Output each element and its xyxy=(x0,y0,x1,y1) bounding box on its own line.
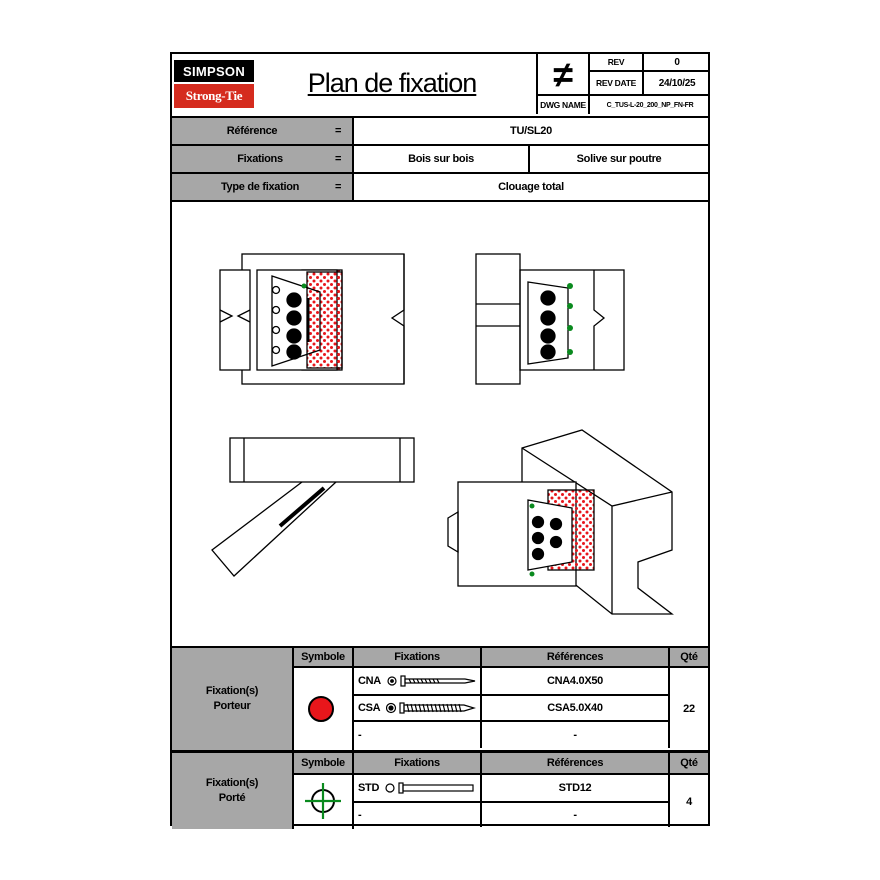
table2-col-symbole: Symbole xyxy=(294,753,354,775)
dwg-name-value: C_TUS-L-20_200_NP_FN-FR xyxy=(606,101,694,109)
table2-fix-0: STD xyxy=(354,775,482,801)
drawing-sheet: SIMPSON Strong-Tie Plan de fixation ≠ RE… xyxy=(170,52,710,829)
table2-ref-1: - xyxy=(482,801,670,827)
type-value: Clouage total xyxy=(352,174,708,200)
table2-col-references: Références xyxy=(482,753,670,775)
info-divider-1 xyxy=(172,144,708,146)
table1-fix-1: CSA xyxy=(354,694,482,720)
fixations-porteur-table: Fixation(s) Porteur Symbole Fixations Ré… xyxy=(172,648,708,750)
std-pin-icon xyxy=(385,782,474,794)
green-crosshair-symbol xyxy=(305,783,341,819)
fixations-value-1: Bois sur bois xyxy=(352,146,530,172)
reference-equals: = xyxy=(334,125,342,137)
logo: SIMPSON Strong-Tie xyxy=(174,60,254,108)
info-divider-2 xyxy=(172,172,708,174)
reference-label: Référence xyxy=(226,125,278,137)
page-title: Plan de fixation xyxy=(307,67,478,98)
isometric-view xyxy=(447,429,674,615)
table1-symbol-cell xyxy=(294,668,354,750)
csa-label: CSA xyxy=(358,702,381,714)
table1-row-label: Fixation(s) Porteur xyxy=(205,685,259,712)
technical-drawings xyxy=(211,253,674,615)
drawing-area xyxy=(172,200,708,648)
red-circle-symbol xyxy=(308,696,334,722)
fixations-equals: = xyxy=(334,153,342,165)
std-label: STD xyxy=(358,782,380,794)
table2-col-fixations: Fixations xyxy=(354,753,482,775)
type-label: Type de fixation xyxy=(220,181,300,193)
table2-label-cell xyxy=(172,753,294,829)
rev-date-label: REV DATE xyxy=(590,72,644,96)
cna-nail-icon xyxy=(387,675,476,687)
not-equal-symbol: ≠ xyxy=(538,54,590,96)
dwg-name-label: DWG NAME xyxy=(538,94,590,114)
table1-col-fixations: Fixations xyxy=(354,648,482,668)
table1-fix-2: - xyxy=(354,720,482,748)
fixations-value-2: Solive sur poutre xyxy=(576,153,662,165)
info-label-bg xyxy=(172,118,352,202)
table1-ref-1: CSA5.0X40 xyxy=(482,694,670,720)
side-view xyxy=(475,253,625,385)
table1-col-references: Références xyxy=(482,648,670,668)
title-block: ≠ REV 0 REV DATE 24/10/25 DWG NAME C_TUS… xyxy=(536,54,710,114)
table1-ref-0: CNA4.0X50 xyxy=(482,668,670,694)
table1-col-qte: Qté xyxy=(670,648,708,668)
table2-fix-1: - xyxy=(354,801,482,827)
table1-col-symbole: Symbole xyxy=(294,648,354,668)
logo-strong-tie: Strong-Tie xyxy=(174,84,254,108)
logo-simpson: SIMPSON xyxy=(174,60,254,82)
table2-symbol-cell xyxy=(294,775,354,829)
table2-ref-0: STD12 xyxy=(482,775,670,801)
cna-label: CNA xyxy=(358,675,381,687)
reference-value: TU/SL20 xyxy=(352,118,708,144)
rev-date-value: 24/10/25 xyxy=(644,72,710,96)
front-view xyxy=(219,253,405,385)
type-equals: = xyxy=(334,181,342,193)
table1-label-cell xyxy=(172,648,294,750)
fixations-porte-table: Fixation(s) Porté Symbole Fixations Réfé… xyxy=(172,750,708,829)
table2-qty: 4 xyxy=(686,796,692,808)
info-section: Référence = TU/SL20 Fixations = Bois sur… xyxy=(172,116,708,202)
table1-fix-0: CNA xyxy=(354,668,482,694)
fixations-label: Fixations xyxy=(237,153,283,165)
table2-row-label: Fixation(s) Porté xyxy=(205,777,259,804)
rev-value: 0 xyxy=(644,54,710,72)
table2-col-qte: Qté xyxy=(670,753,708,775)
csa-screw-icon xyxy=(386,702,477,714)
table1-ref-2: - xyxy=(482,720,670,748)
rev-label: REV xyxy=(590,54,644,72)
table1-qty: 22 xyxy=(683,703,695,715)
top-view xyxy=(211,437,415,577)
